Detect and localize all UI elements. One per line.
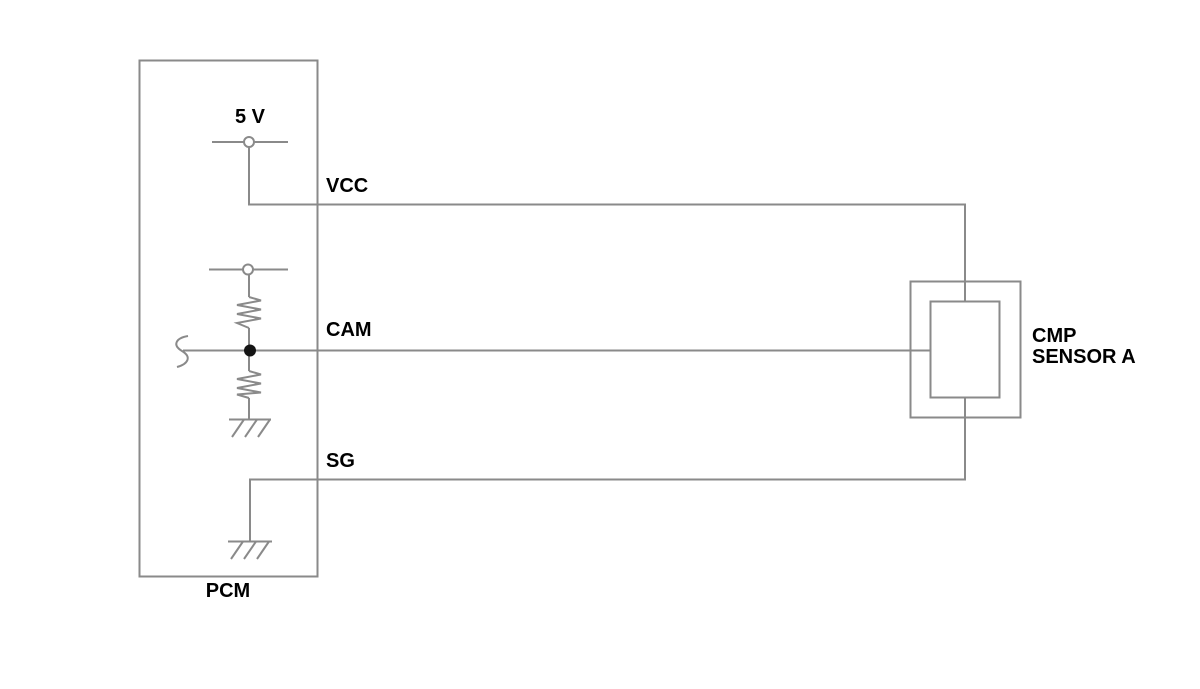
supply-terminal-icon bbox=[243, 136, 255, 148]
sensor-label-line2: SENSOR A bbox=[1032, 346, 1136, 368]
pcm-box bbox=[138, 59, 319, 578]
ground-icon-divider bbox=[229, 418, 271, 438]
sensor-label: CMP SENSOR A bbox=[1032, 326, 1136, 368]
vcc-wire bbox=[248, 147, 966, 301]
pullup-resistor-icon bbox=[233, 296, 262, 329]
sensor-label-line1: CMP bbox=[1032, 325, 1077, 347]
ground-icon-sg bbox=[228, 540, 272, 560]
sensor-outer-box bbox=[909, 280, 1022, 419]
signal-label-vcc: VCC bbox=[326, 175, 369, 197]
wire-break-icon bbox=[175, 335, 189, 368]
sg-wire bbox=[249, 398, 966, 541]
pulldown-resistor-icon bbox=[236, 370, 262, 399]
signal-label-cam: CAM bbox=[326, 319, 372, 341]
supply-5v-label: 5 V bbox=[234, 106, 266, 128]
pcm-label: PCM bbox=[205, 580, 251, 602]
pullup-terminal-icon bbox=[242, 263, 254, 276]
junction-dot-icon bbox=[244, 344, 256, 357]
sensor-inner-box bbox=[929, 300, 1001, 399]
signal-label-sg: SG bbox=[326, 450, 355, 472]
